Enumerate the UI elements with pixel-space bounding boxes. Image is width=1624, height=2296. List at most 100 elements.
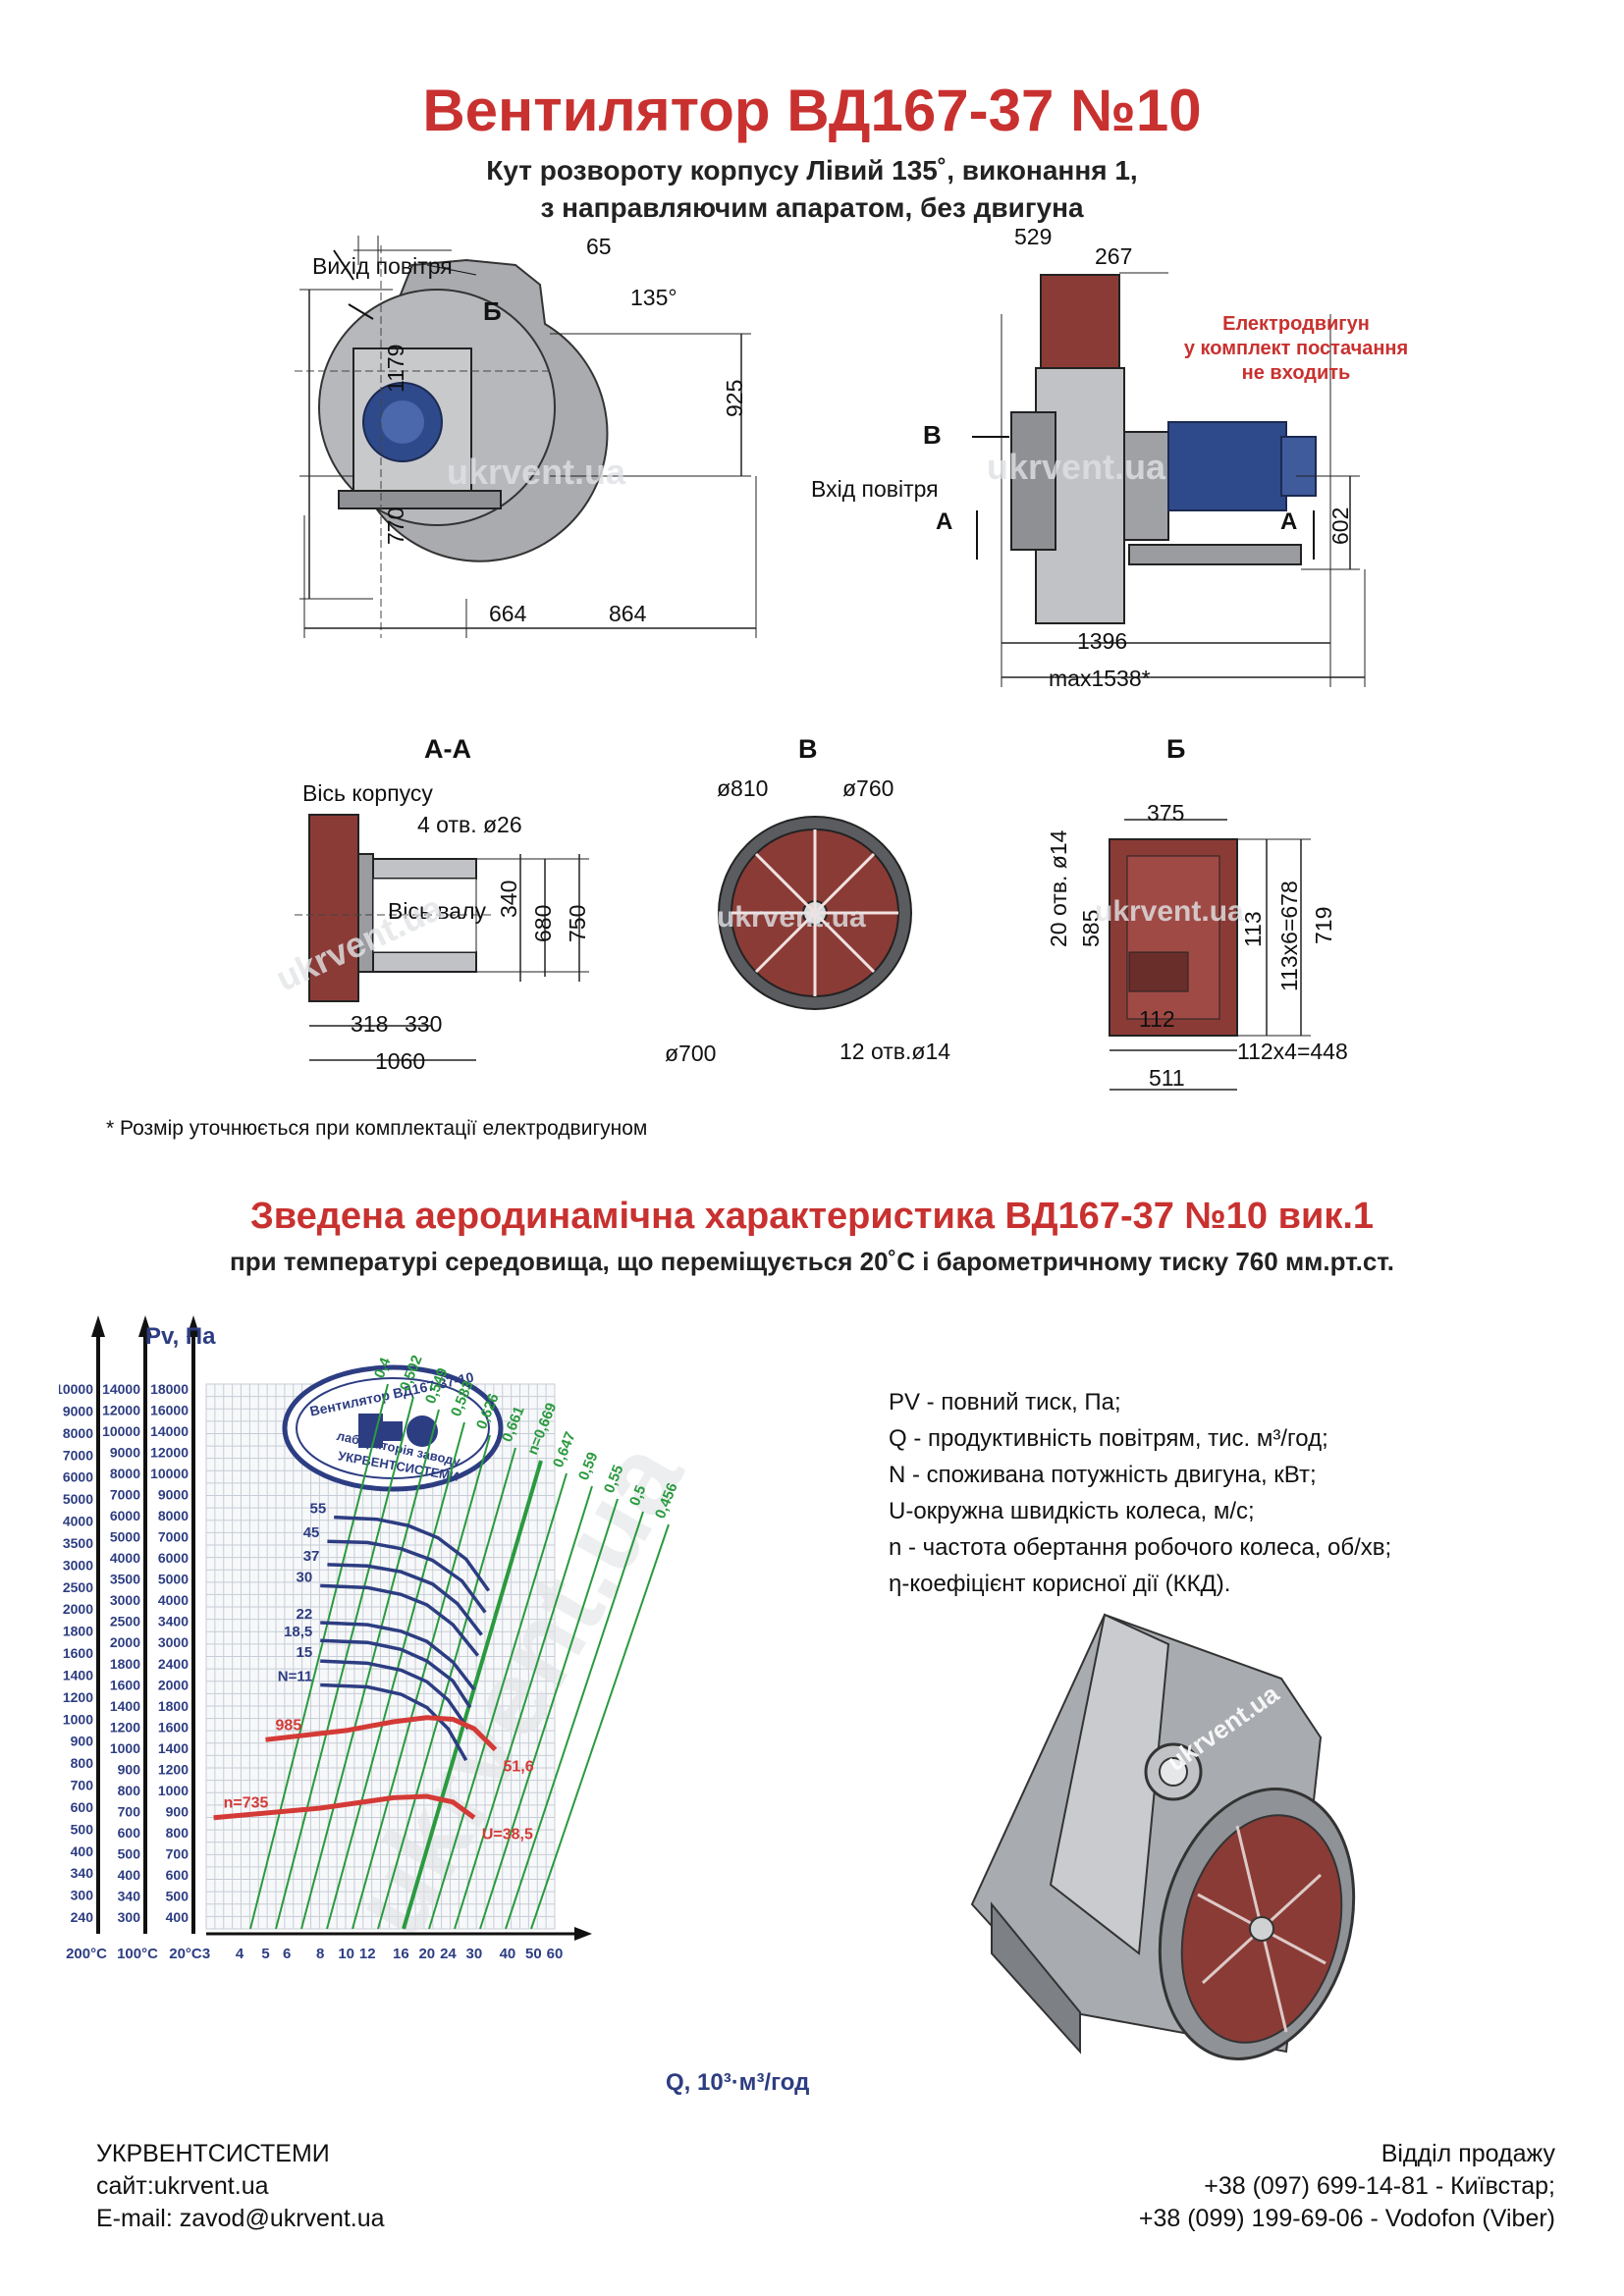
temp-axis-tick: 4000 <box>158 1592 189 1608</box>
temp-axis-tick: 2500 <box>63 1579 93 1595</box>
temp-axis-tick: 2000 <box>63 1601 93 1617</box>
temp-axis-tick: 5000 <box>110 1529 140 1545</box>
x-tick-label: 24 <box>440 1946 457 1962</box>
power-curve <box>334 1515 491 1592</box>
dim-864: 864 <box>609 601 647 626</box>
v-watermark: ukrvent.ua <box>717 901 866 934</box>
temp-axis-tick: 300 <box>71 1888 94 1903</box>
section-v-drawing <box>718 816 912 1010</box>
power-curve-label: 55 <box>310 1501 327 1518</box>
aerodynamic-chart: ukrvent.ua Вентилятор ВД167-37-10 лабора… <box>59 1315 706 1962</box>
temp-axis-tick: 1200 <box>158 1761 189 1777</box>
outlet-label: Вихід повітря <box>312 253 453 279</box>
d810: ø810 <box>717 775 769 801</box>
company-email[interactable]: E-mail: zavod@ukrvent.ua <box>96 2205 385 2232</box>
d700: ø700 <box>665 1041 717 1066</box>
inlet-label: Вхід повітря <box>811 476 939 502</box>
temp-axis-tick: 700 <box>166 1845 189 1861</box>
temp-axis-tick: 6000 <box>63 1469 93 1485</box>
sales-phone-1[interactable]: +38 (097) 699-14-81 - Київстар; <box>1204 2172 1555 2200</box>
x-tick-label: 10 <box>338 1946 354 1962</box>
x-tick-label: 20 <box>418 1946 435 1962</box>
motor-note: Електродвигун у комплект постачання не в… <box>1164 312 1429 386</box>
dim-770: 770 <box>383 507 408 545</box>
page-title: Вентилятор ВД167-37 №10 <box>422 78 1202 143</box>
chart-series <box>213 1383 670 1930</box>
temp-axis-tick: 7000 <box>110 1487 140 1503</box>
legend-n: N - споживана потужність двигуна, кВт; <box>889 1462 1317 1488</box>
temp-axis-tick: 1200 <box>63 1689 93 1705</box>
side-watermark: ukrvent.ua <box>987 447 1166 487</box>
power-curve <box>320 1682 468 1762</box>
x-tick-label: 4 <box>236 1946 244 1962</box>
power-curve-label: 22 <box>297 1606 313 1623</box>
temp-axis-arrow <box>91 1315 105 1337</box>
legend-q: Q - продуктивність повітрям, тис. м³/год… <box>889 1425 1328 1452</box>
power-curve-label: 15 <box>297 1644 313 1661</box>
efficiency-line <box>428 1472 568 1930</box>
section-aa-title: А-А <box>424 734 471 764</box>
temp-axis-tick: 2400 <box>158 1656 189 1672</box>
angle-135: 135° <box>630 285 677 310</box>
temp-axis-tick: 6000 <box>158 1550 189 1566</box>
dim-375: 375 <box>1147 800 1185 826</box>
company-site[interactable]: сайт:ukrvent.ua <box>96 2172 269 2200</box>
efficiency-line <box>352 1434 491 1930</box>
temp-axis-tick: 4000 <box>63 1514 93 1529</box>
efficiency-label: 0,5 <box>626 1483 650 1509</box>
temp-axis-tick: 9000 <box>110 1445 140 1461</box>
efficiency-line <box>505 1511 644 1930</box>
temp-axis-tick: 10000 <box>59 1381 93 1397</box>
temp-axis-tick: 7000 <box>63 1447 93 1463</box>
chart-xlabel: Q, 10³·м³/год <box>666 2069 810 2096</box>
temp-axis-tick: 1000 <box>63 1711 93 1727</box>
temp-axis-tick: 6000 <box>110 1508 140 1523</box>
temp-axis-tick: 700 <box>71 1778 94 1793</box>
speed-curve-label: 985 <box>276 1717 302 1734</box>
temp-axis-tick: 3500 <box>110 1572 140 1587</box>
chart-axes <box>91 1315 592 1941</box>
x-tick-label: 5 <box>261 1946 269 1962</box>
axis-body-label: Вісь корпусу <box>302 780 433 806</box>
temp-axis-tick: 300 <box>118 1909 141 1925</box>
page-subtitle-1: Кут розвороту корпусу Лівий 135˚, викона… <box>486 155 1138 186</box>
efficiency-line <box>300 1409 440 1930</box>
dim-1179: 1179 <box>383 344 408 393</box>
temp-axis-arrow <box>138 1315 152 1337</box>
power-curve <box>320 1659 470 1731</box>
footnote: * Розмір уточнюється при комплектації ел… <box>106 1117 648 1140</box>
temp-axis-name: 20°C <box>169 1946 202 1962</box>
dim-113x6: 113х6=678 <box>1276 881 1302 991</box>
dim-1396: 1396 <box>1077 628 1128 654</box>
dim-719: 719 <box>1311 906 1336 944</box>
d760: ø760 <box>842 775 894 801</box>
dim-664: 664 <box>489 601 527 626</box>
temp-axis-tick: 800 <box>118 1783 141 1798</box>
characteristic-title: Зведена аеродинамічна характеристика ВД1… <box>249 1196 1375 1237</box>
chart-legend: PV - повний тиск, Па; Q - продуктивність… <box>889 1384 1391 1602</box>
temp-axis-tick: 12000 <box>102 1403 140 1418</box>
dim-267: 267 <box>1095 243 1133 269</box>
power-curve <box>327 1563 483 1636</box>
legend-n-rpm: n - частота обертання робочого колеса, о… <box>889 1534 1392 1561</box>
axis-shaft-label: Вісь валу <box>388 898 486 924</box>
temp-axis-tick: 2500 <box>110 1614 140 1629</box>
temp-axis-tick: 340 <box>71 1865 94 1881</box>
speed-end-label: 51,6 <box>503 1758 533 1775</box>
section-a-right-marker: А <box>1280 508 1298 535</box>
power-curve <box>320 1583 480 1657</box>
temp-axis-tick: 900 <box>71 1734 94 1749</box>
speed-end-label: U=38,5 <box>482 1827 533 1843</box>
efficiency-line <box>530 1523 670 1930</box>
chart-ylabel: Pv, Па <box>145 1323 216 1350</box>
dim-925: 925 <box>722 379 747 417</box>
dim-112: 112 <box>1139 1006 1175 1032</box>
x-tick-label: 50 <box>525 1946 542 1962</box>
temp-axis-tick: 800 <box>71 1755 94 1771</box>
legend-eta: η-коефіцієнт корисної дії (ККД). <box>889 1571 1231 1597</box>
temp-axis-tick: 1600 <box>158 1719 189 1735</box>
temp-axis-tick: 500 <box>118 1845 141 1861</box>
sales-phone-2[interactable]: +38 (099) 199-69-06 - Vodofon (Viber) <box>1138 2205 1555 2232</box>
power-curve-label: 18,5 <box>284 1624 312 1640</box>
temp-axis-tick: 8000 <box>158 1508 189 1523</box>
